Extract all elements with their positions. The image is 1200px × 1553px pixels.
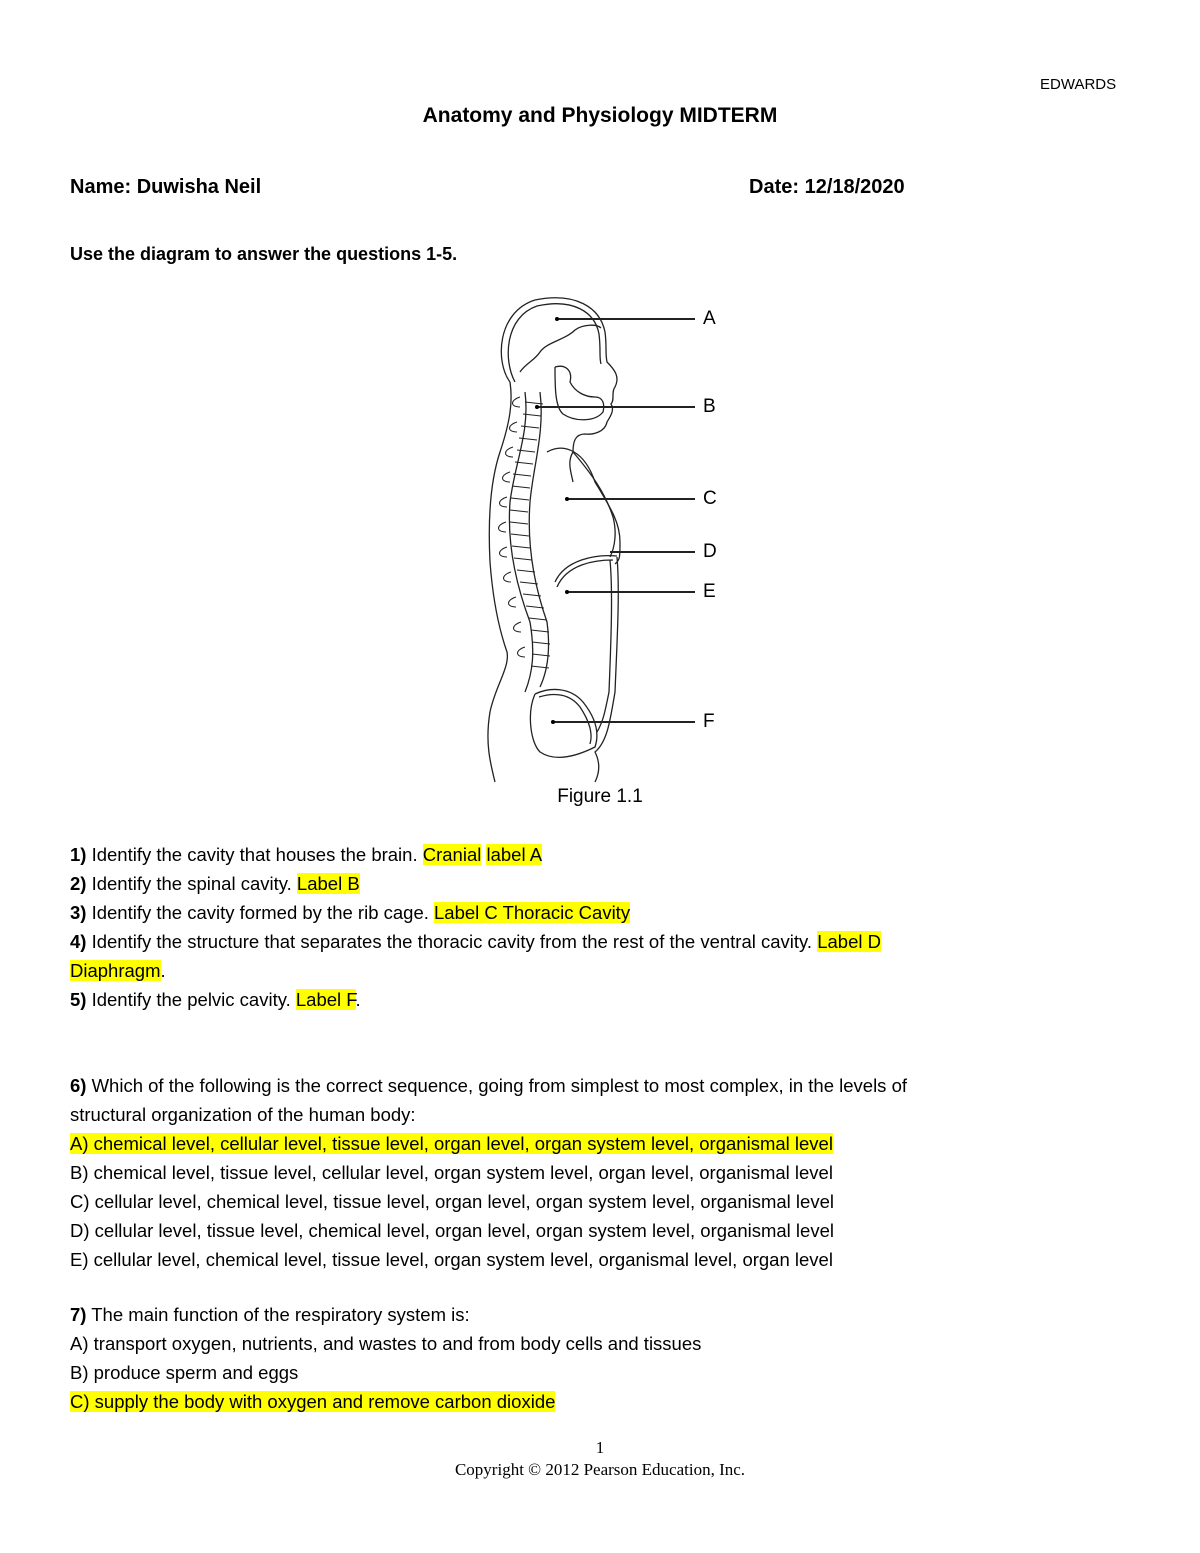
- author-tag: EDWARDS: [1040, 76, 1117, 93]
- answer-highlight: Diaphragm: [70, 960, 161, 981]
- exam-date: Date: 12/18/2020: [749, 176, 905, 198]
- question-2: 2) Identify the spinal cavity. Label B: [70, 873, 360, 894]
- question-4: 4) Identify the structure that separates…: [70, 931, 881, 952]
- question-5: 5) Identify the pelvic cavity. Label F.: [70, 989, 361, 1010]
- option-7b: B) produce sperm and eggs: [70, 1362, 299, 1383]
- figure-label-c: C: [703, 488, 717, 509]
- figure-label-f: F: [703, 711, 715, 732]
- student-name: Name: Duwisha Neil: [70, 176, 262, 198]
- question-7-stem: 7) The main function of the respiratory …: [70, 1304, 470, 1325]
- question-3: 3) Identify the cavity formed by the rib…: [70, 902, 631, 923]
- question-6-stem: 6) Which of the following is the correct…: [70, 1075, 907, 1096]
- answer-highlight: label A: [486, 844, 543, 865]
- copyright-notice: Copyright © 2012 Pearson Education, Inc.: [454, 1460, 746, 1479]
- answer-highlight: Label B: [296, 873, 360, 894]
- option-6e: E) cellular level, chemical level, tissu…: [70, 1249, 833, 1270]
- figure-label-b: B: [703, 396, 716, 417]
- option-6d: D) cellular level, tissue level, chemica…: [70, 1220, 834, 1241]
- question-7: 7) The main function of the respiratory …: [70, 1300, 1130, 1416]
- question-4-continuation: Diaphragm.: [70, 960, 166, 981]
- option-6b: B) chemical level, tissue level, cellula…: [70, 1162, 833, 1183]
- question-6: 6) Which of the following is the correct…: [70, 1071, 1130, 1274]
- option-7a: A) transport oxygen, nutrients, and wast…: [70, 1333, 702, 1354]
- page-title: Anatomy and Physiology MIDTERM: [422, 104, 778, 127]
- instruction-text: Use the diagram to answer the questions …: [70, 244, 458, 264]
- question-6-stem-cont: structural organization of the human bod…: [70, 1104, 416, 1125]
- page-number: 1: [595, 1438, 605, 1457]
- questions-1-5: 1) Identify the cavity that houses the b…: [70, 840, 1130, 1014]
- option-7c: C) supply the body with oxygen and remov…: [70, 1391, 556, 1412]
- figure-label-a: A: [703, 308, 716, 329]
- body-cavities-figure-icon: [487, 297, 695, 783]
- figure-label-e: E: [703, 581, 716, 602]
- body-cavities-diagram: A B C D E F: [455, 292, 745, 787]
- answer-highlight: Label F: [295, 989, 356, 1010]
- option-6c: C) cellular level, chemical level, tissu…: [70, 1191, 834, 1212]
- answer-highlight: Label D: [817, 931, 881, 952]
- option-6a: A) chemical level, cellular level, tissu…: [70, 1133, 833, 1154]
- answer-highlight: Cranial: [422, 844, 482, 865]
- answer-highlight: Label C Thoracic Cavity: [434, 902, 631, 923]
- question-1: 1) Identify the cavity that houses the b…: [70, 844, 543, 865]
- figure-label-d: D: [703, 541, 717, 562]
- figure-caption: Figure 1.1: [557, 786, 643, 807]
